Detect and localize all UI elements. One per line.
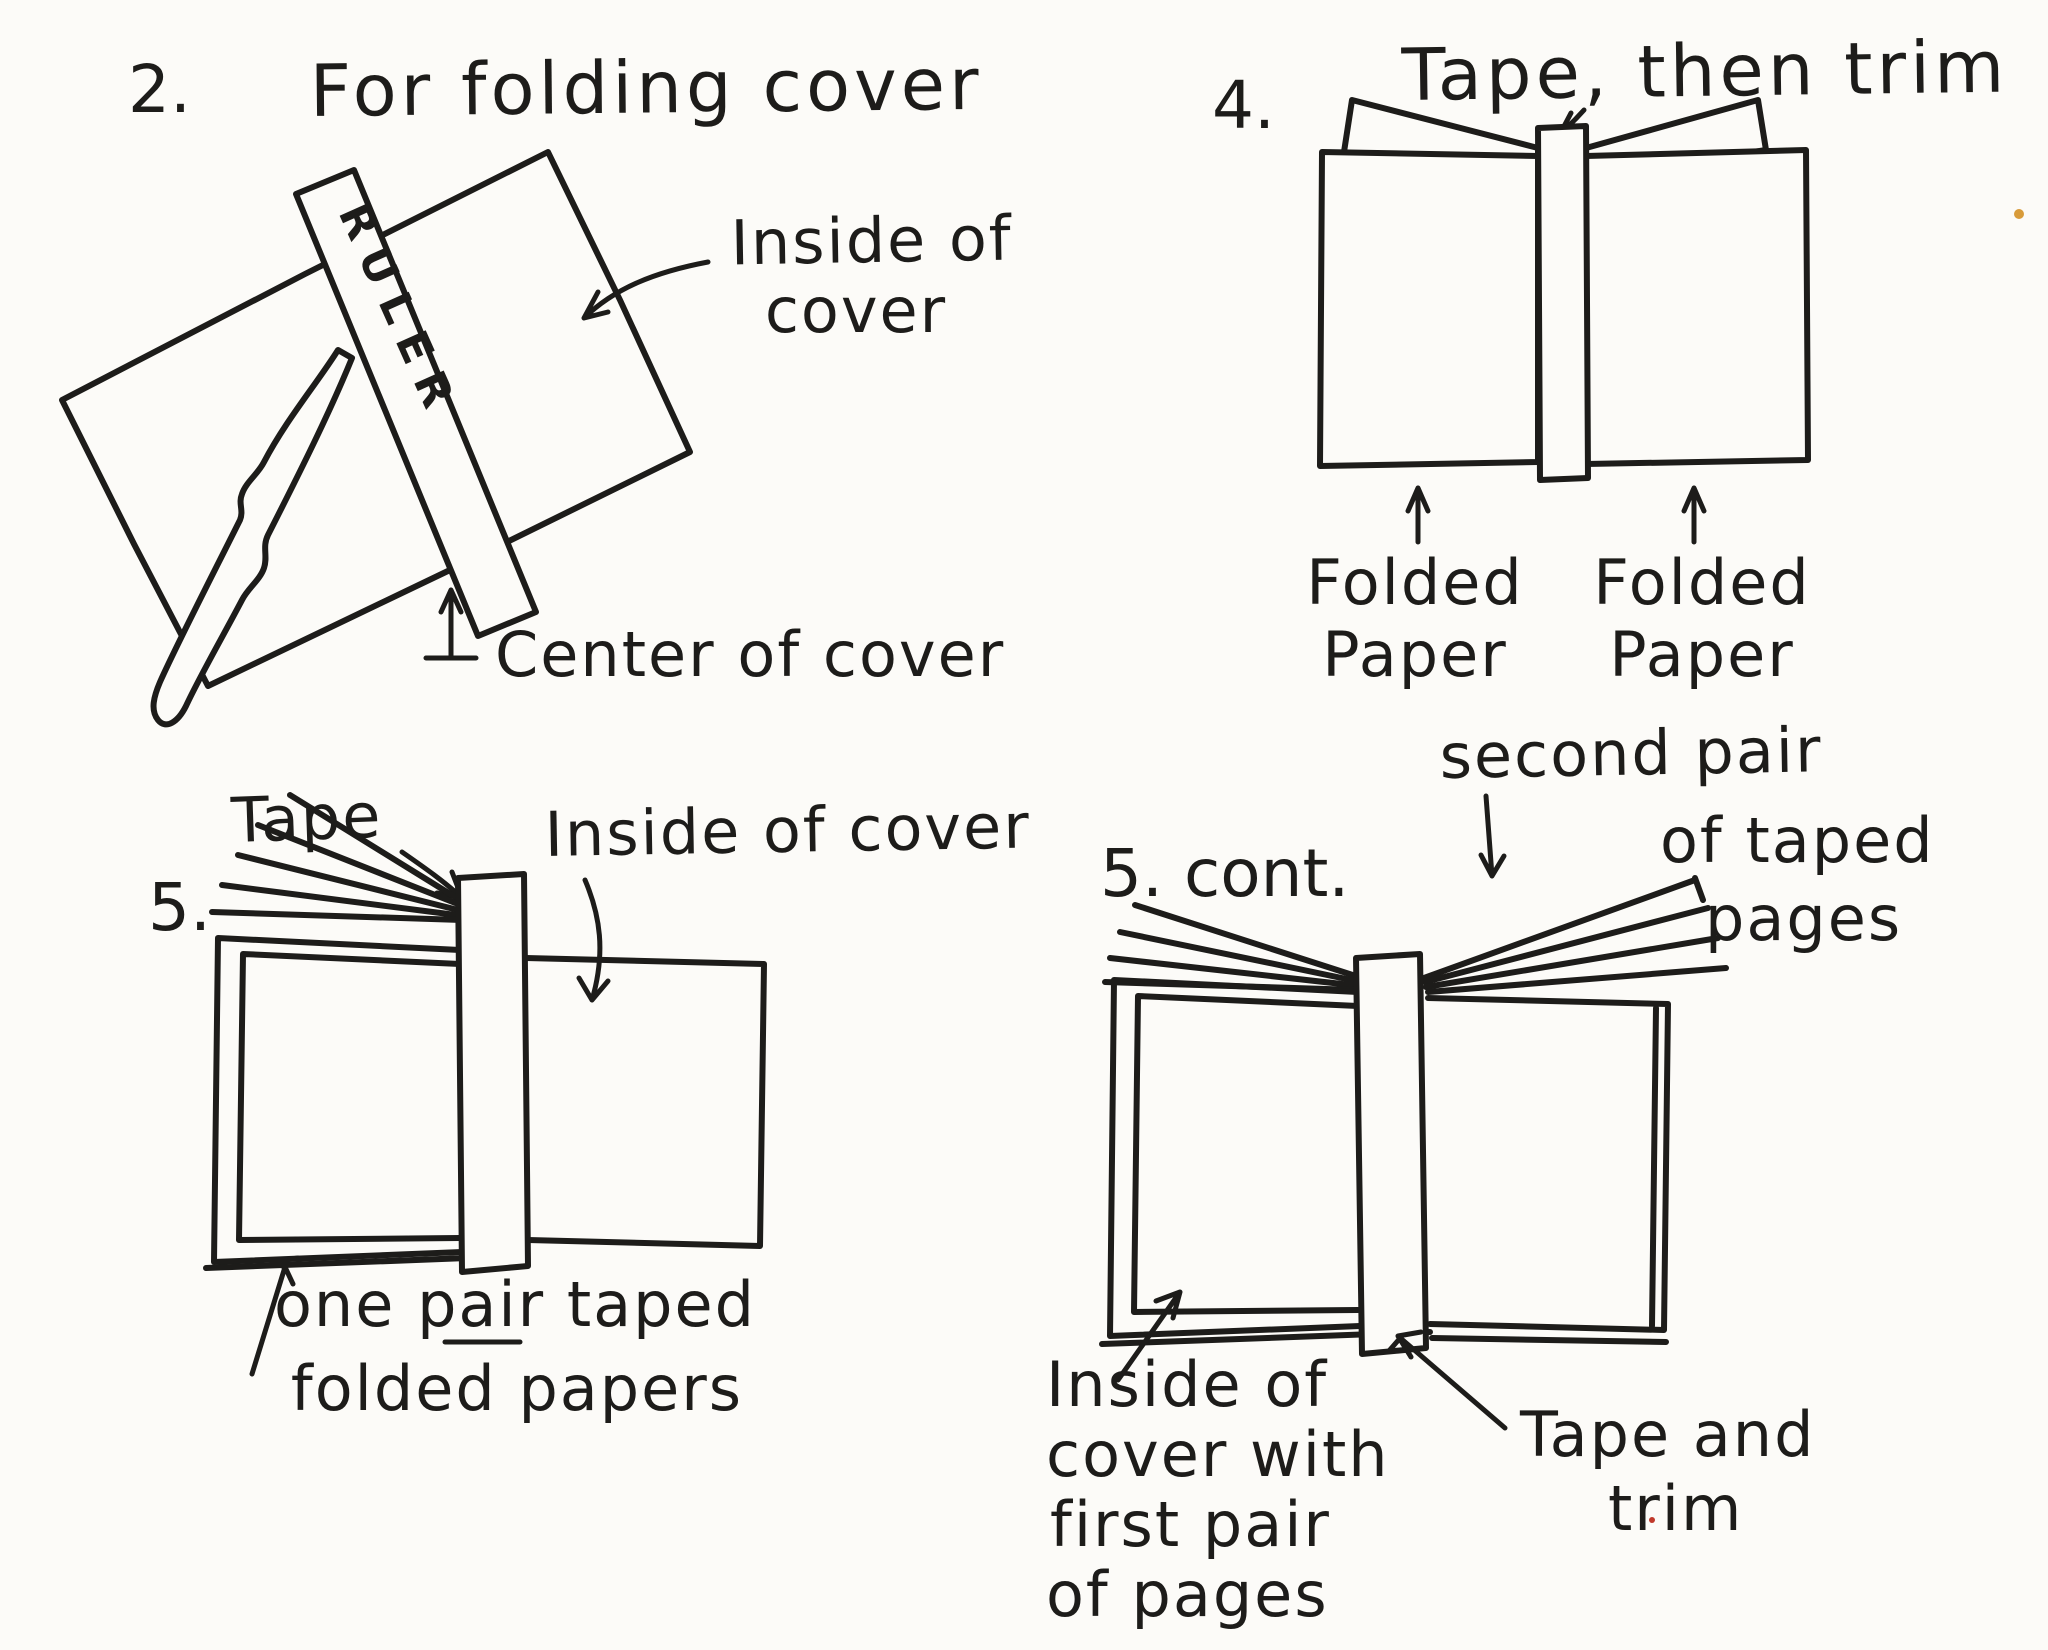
folded-paper-right-line2: Paper [1609, 618, 1795, 691]
inside-caption-line3: first pair [1050, 1488, 1331, 1561]
panel-step-5-cont: 5. cont. second pair of taped pages [1046, 713, 1935, 1631]
left-cover-outline [1107, 977, 1363, 1339]
panel-title: Tape, then trim [1400, 25, 2009, 117]
inside-of-cover-arrow [576, 877, 611, 1003]
right-page [523, 955, 767, 1249]
inside-of-cover-arrow [581, 259, 711, 321]
center-of-cover-arrow [423, 587, 479, 661]
tape-trim-arrow [1385, 1329, 1508, 1431]
right-fanned-pages [1421, 875, 1729, 995]
inside-caption-line1: Inside of [1046, 1348, 1328, 1421]
inside-of-cover-label: Inside of cover [544, 790, 1031, 871]
folded-paper-left-line2: Paper [1322, 618, 1508, 691]
fanned-pages [209, 792, 471, 923]
folded-paper-left-line1: Folded [1306, 546, 1523, 619]
caption-line2: folded papers [291, 1352, 743, 1425]
panel-title: For folding cover [309, 42, 983, 133]
inside-of-cover-label-line1: Inside of [730, 202, 1013, 280]
left-inner-page [1131, 993, 1361, 1315]
tape-strip [1535, 123, 1591, 483]
inside-caption-line2: cover with [1046, 1418, 1390, 1491]
tape-strip [1353, 951, 1429, 1357]
right-page-bottom-edge [1429, 1335, 1669, 1345]
right-folded-paper [1583, 147, 1811, 467]
second-pair-arrow [1478, 793, 1507, 879]
step-number: 2. [128, 51, 191, 128]
right-page [1425, 995, 1671, 1333]
caption-arrow [249, 1255, 301, 1377]
panel-step-4: 4. Tape, then trim Folded Paper Folded P… [1212, 25, 2009, 691]
left-cover-outline [211, 935, 465, 1265]
left-up-arrow [1405, 485, 1431, 545]
right-page-inner-edge [1649, 1005, 1659, 1329]
step-number: 4. [1212, 67, 1275, 144]
bone-folder [150, 347, 355, 728]
step-number: 5. [148, 869, 211, 946]
ruler [293, 167, 539, 639]
of-taped-label-line2: pages [1705, 882, 1902, 955]
tape-trim-line1: Tape and [1519, 1398, 1815, 1471]
tape-strip [455, 871, 531, 1275]
right-up-arrow [1681, 485, 1707, 545]
of-taped-label-line1: of taped [1660, 804, 1935, 877]
left-fanned-pages [1102, 902, 1365, 993]
folded-paper-right-line1: Folded [1593, 546, 1810, 619]
scan-speck-red [1649, 1517, 1655, 1523]
left-folded-paper [1317, 149, 1541, 469]
inside-of-cover-label-line2: cover [765, 274, 947, 347]
panel-step-5: 5. Tape Inside of cover one pair taped f… [148, 779, 1031, 1425]
step-number: 5. cont. [1100, 835, 1349, 912]
cover-sheet [59, 149, 693, 689]
scan-speck-orange [2014, 209, 2024, 219]
left-inner-page [236, 951, 463, 1243]
inside-caption-line4: of pages [1046, 1558, 1329, 1631]
inside-caption-arrow [1115, 1289, 1183, 1383]
second-pair-label: second pair [1439, 713, 1823, 793]
caption-line1: one pair taped [274, 1268, 756, 1341]
tape-trim-line2: trim [1608, 1472, 1743, 1545]
panel-step-2: 2. For folding cover RULER Inside of cov… [59, 42, 1013, 728]
center-of-cover-label: Center of cover [495, 618, 1005, 691]
